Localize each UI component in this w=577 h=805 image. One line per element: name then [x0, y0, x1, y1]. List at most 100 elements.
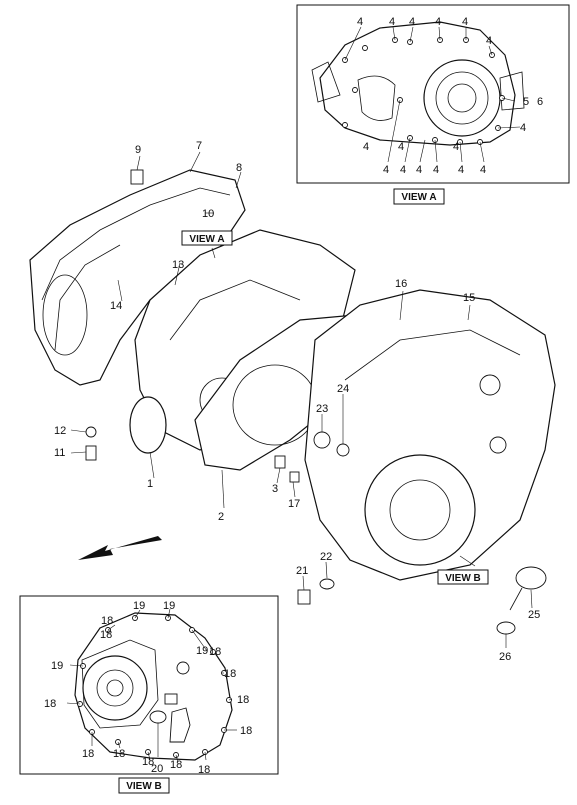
oil-level-boss — [489, 436, 507, 454]
inset-b-caption-box — [118, 777, 170, 794]
callout-a-4: 4 — [383, 164, 389, 176]
filter-cap-b — [169, 707, 191, 743]
callout-a-4: 4 — [389, 16, 395, 28]
inset-view-b: 18 18 18 18 18 18 18 18 18 18 18 18 19 1… — [19, 595, 279, 794]
clutch-cover-rib — [344, 329, 521, 381]
callout-a-6: 6 — [537, 96, 543, 108]
callout-14: 14 — [110, 300, 122, 312]
level-window-b — [164, 693, 178, 705]
callout-a-4: 4 — [435, 16, 441, 28]
callout-b-18: 18 — [142, 756, 154, 768]
dowel-3 — [274, 455, 286, 469]
inset-view-a: 4 4 4 4 4 4 4 4 4 4 4 4 4 4 4 4 5 6 VIEW… — [296, 4, 570, 205]
seal-23 — [313, 431, 331, 449]
callout-b-19: 19 — [163, 600, 175, 612]
magneto-cover-rib-2 — [54, 244, 121, 351]
callout-a-4: 4 — [458, 164, 464, 176]
oil-plug-b — [176, 661, 190, 675]
view-a-pointer — [211, 247, 216, 259]
magneto-cover-rib — [41, 187, 231, 301]
oring-24 — [336, 443, 350, 457]
cover-recess-a — [357, 75, 396, 121]
callout-b-18: 18 — [224, 668, 236, 680]
leaders-main — [70, 151, 533, 648]
callout-12: 12 — [54, 425, 66, 437]
crankcase-rib — [169, 279, 301, 341]
view-b-tag: VIEW B — [445, 573, 481, 584]
callout-a-4: 4 — [398, 141, 404, 153]
leaders-b — [66, 608, 237, 763]
callout-a-4: 4 — [480, 164, 486, 176]
mount-tab-left-a — [311, 61, 341, 103]
inset-a-caption: VIEW A — [401, 192, 436, 203]
callout-b-18: 18 — [44, 698, 56, 710]
inset-a-caption-box — [393, 188, 445, 205]
cover-panel-b — [81, 639, 159, 729]
callout-a-4: 4 — [433, 164, 439, 176]
clutch-ring-a — [435, 71, 489, 125]
callout-a-4: 4 — [363, 141, 369, 153]
callout-a-4: 4 — [453, 141, 459, 153]
callout-b-18: 18 — [113, 748, 125, 760]
washer-12 — [85, 426, 97, 438]
callout-11: 11 — [54, 447, 65, 459]
dowel-17 — [289, 471, 300, 483]
dipstick-25 — [509, 566, 547, 611]
drain-bolt-21 — [297, 589, 311, 605]
callout-b-18: 18 — [101, 615, 113, 627]
gasket-22 — [319, 578, 335, 590]
oring-26 — [496, 621, 516, 635]
magneto-cover-dome — [42, 274, 88, 356]
callout-17: 17 — [288, 498, 300, 510]
callout-a-4: 4 — [462, 16, 468, 28]
callout-a-4: 4 — [486, 35, 492, 47]
callout-24: 24 — [337, 383, 349, 395]
callout-a-4: 4 — [357, 16, 363, 28]
callout-9: 9 — [135, 144, 141, 156]
callout-b-18: 18 — [237, 694, 249, 706]
clutch-hub-a — [447, 83, 477, 113]
callout-b-19: 19 — [51, 660, 63, 672]
clutch-dome-b — [82, 655, 148, 721]
inset-b-caption: VIEW B — [126, 781, 162, 792]
bolt-9 — [130, 169, 144, 185]
leaders-a — [344, 26, 521, 163]
callout-a-4: 4 — [400, 164, 406, 176]
callout-1: 1 — [147, 478, 153, 490]
bolt-11 — [85, 445, 97, 461]
callout-b-20: 20 — [151, 763, 163, 775]
callout-13: 13 — [172, 259, 184, 271]
callout-b-18: 18 — [82, 748, 94, 760]
callout-b-19: 19 — [196, 645, 208, 657]
callouts-main: 1 2 3 7 8 9 10 11 12 13 14 15 16 17 21 2… — [54, 140, 540, 663]
callout-16: 16 — [395, 278, 407, 290]
callout-25: 25 — [528, 609, 540, 621]
callout-b-18: 18 — [198, 764, 210, 776]
callout-3: 3 — [272, 483, 278, 495]
callout-2: 2 — [218, 511, 224, 523]
callout-a-5: 5 — [523, 96, 529, 108]
clutch-cover-dome — [364, 454, 476, 566]
drain-boss-b — [149, 710, 167, 724]
callout-a-4: 4 — [520, 122, 526, 134]
callouts-view-b: 18 18 18 18 18 18 18 18 18 18 18 18 19 1… — [44, 600, 252, 776]
callout-23: 23 — [316, 403, 328, 415]
callout-b-18: 18 — [209, 646, 221, 658]
callout-7: 7 — [196, 140, 202, 152]
callout-22: 22 — [320, 551, 332, 563]
callout-10: 10 — [202, 208, 214, 220]
clutch-cover-dome-inner — [389, 479, 451, 541]
view-a-tag-box — [181, 230, 233, 246]
callout-21: 21 — [296, 565, 308, 577]
inspection-cap — [129, 396, 167, 454]
callouts-view-a: 4 4 4 4 4 4 4 4 4 4 4 4 4 4 4 4 5 6 — [357, 16, 543, 176]
clutch-hub-b — [106, 679, 124, 697]
bolt-heads-a — [342, 37, 505, 145]
callout-b-18: 18 — [240, 725, 252, 737]
callout-15: 15 — [463, 292, 475, 304]
clutch-dome-inner-b — [96, 669, 134, 707]
callout-b-18: 18 — [100, 629, 112, 641]
callout-26: 26 — [499, 651, 511, 663]
